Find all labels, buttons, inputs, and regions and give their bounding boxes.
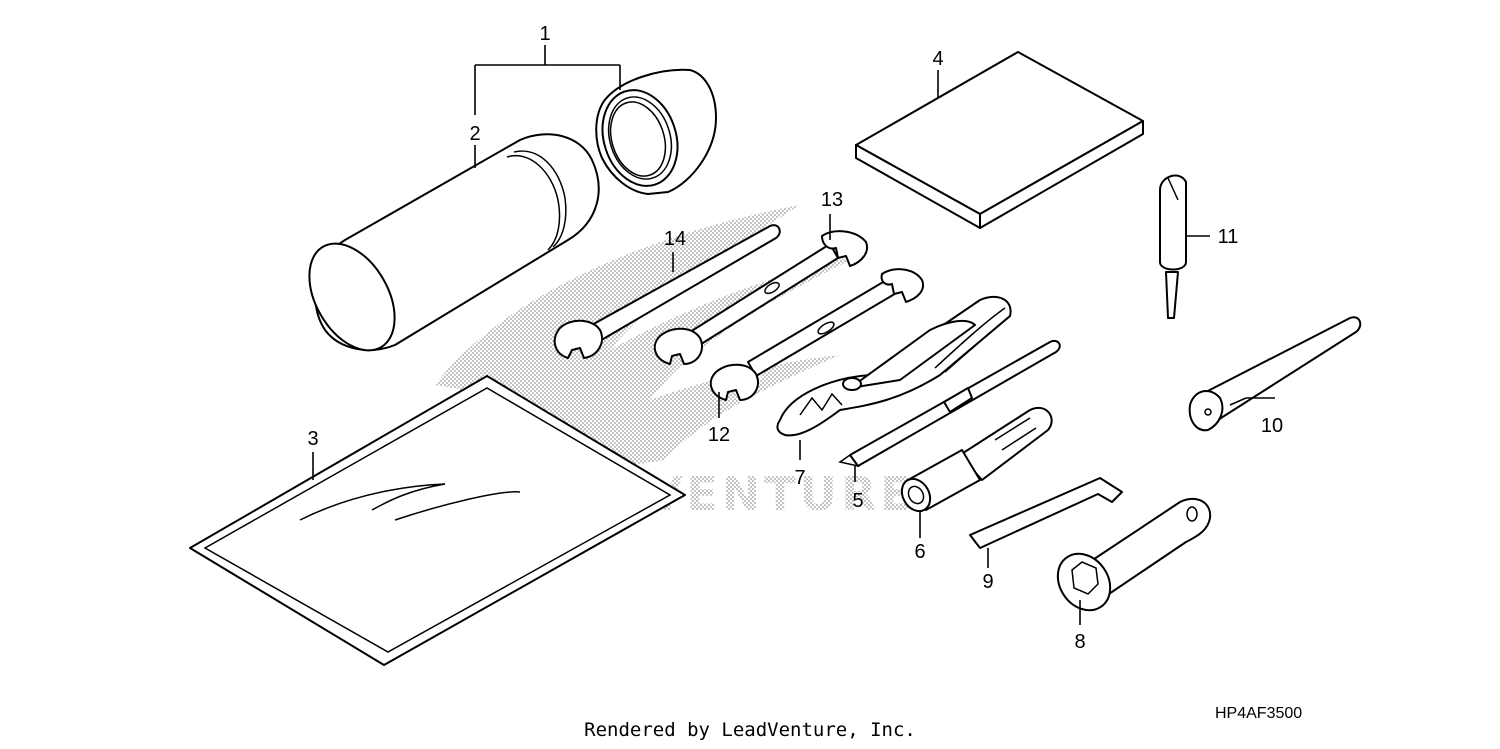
callout-6: 6 [914, 541, 925, 563]
wrench-part-12 [709, 268, 924, 401]
screwdriver-part-5 [838, 340, 1061, 468]
plug-wrench-part-8 [1056, 497, 1212, 612]
tool-case-tube-part-2 [308, 133, 600, 352]
handle-part-11 [1159, 174, 1187, 319]
callout-4: 4 [932, 48, 943, 70]
wrench-part-14 [553, 224, 781, 359]
callout-10: 10 [1261, 415, 1283, 437]
socket-handle-part-6 [900, 407, 1053, 513]
tool-bag-part-3 [189, 375, 686, 666]
callout-2: 2 [469, 123, 480, 145]
callout-labels: 1 2 3 4 5 6 7 8 9 10 11 12 13 14 [307, 23, 1283, 653]
spanner-part-10 [1188, 316, 1362, 432]
callout-12: 12 [708, 424, 730, 446]
callout-14: 14 [664, 228, 686, 250]
leader-lines [312, 45, 1275, 625]
tool-case-cap-part-1 [595, 68, 717, 195]
pliers-part-7 [776, 295, 1012, 437]
callout-11: 11 [1218, 226, 1239, 248]
hex-key-part-9 [969, 477, 1123, 549]
callout-7: 7 [794, 467, 805, 489]
callout-8: 8 [1074, 631, 1085, 653]
callout-1: 1 [539, 23, 550, 45]
footer-credit: Rendered by LeadVenture, Inc. [584, 719, 916, 741]
diagram-code: HP4AF3500 [1215, 705, 1302, 722]
owners-manual-part-4 [855, 51, 1144, 229]
wrench-part-13 [653, 230, 868, 365]
callout-5: 5 [852, 490, 863, 512]
callout-3: 3 [307, 428, 318, 450]
callout-9: 9 [982, 571, 993, 593]
callout-13: 13 [821, 189, 843, 211]
